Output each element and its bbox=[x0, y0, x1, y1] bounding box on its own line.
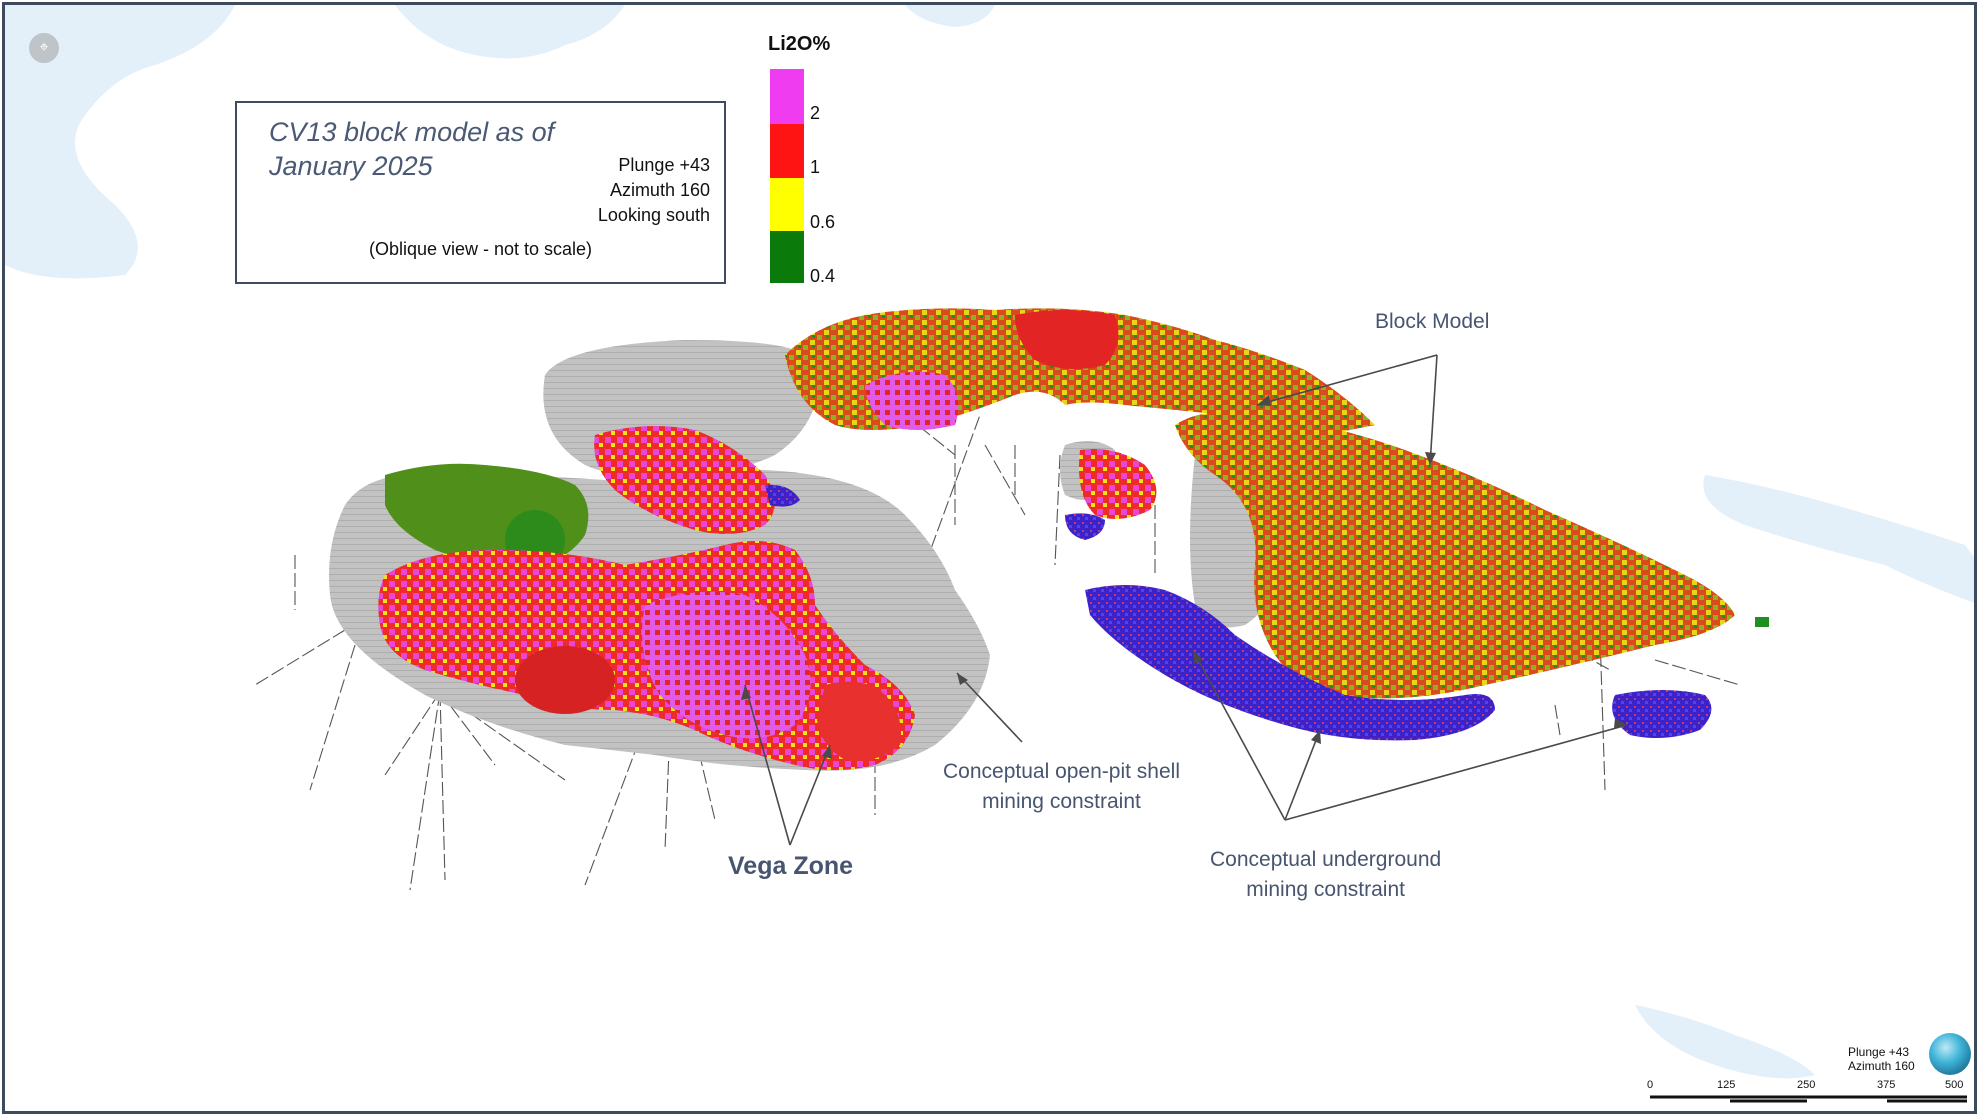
title-line-2: January 2025 bbox=[269, 151, 433, 181]
block-model-red-pod bbox=[515, 646, 615, 714]
scale-tick-500: 500 bbox=[1945, 1079, 1964, 1091]
callout-vega-zone: Vega Zone bbox=[728, 852, 854, 880]
lake-shape bbox=[5, 5, 235, 279]
scale-tick-0: 0 bbox=[1647, 1079, 1654, 1091]
block-model-central-pod bbox=[1079, 449, 1157, 519]
lake-shape bbox=[395, 5, 625, 59]
scale-bar bbox=[1650, 1095, 1967, 1103]
legend-tick-2: 2 bbox=[810, 103, 821, 123]
legend-tick-0-4: 0.4 bbox=[810, 266, 836, 286]
callout-underground: Conceptual underground mining constraint bbox=[1210, 845, 1441, 905]
underground-constraint bbox=[1065, 513, 1105, 540]
block-model-north-ridge-hi bbox=[865, 371, 959, 430]
globe-icon bbox=[1929, 1033, 1971, 1075]
legend-swatch-mid bbox=[770, 178, 804, 231]
callout-open-pit-line-2: mining constraint bbox=[982, 790, 1141, 813]
block-model-east-vega bbox=[817, 681, 901, 761]
legend-tick-0-6: 0.6 bbox=[810, 212, 836, 232]
callout-open-pit: Conceptual open-pit shell mining constra… bbox=[943, 757, 1180, 817]
callout-block-model: Block Model bbox=[1375, 310, 1490, 333]
legend-tick-1: 1 bbox=[810, 157, 821, 177]
lake-shape bbox=[905, 5, 995, 27]
callout-underground-line-2: mining constraint bbox=[1246, 878, 1405, 901]
scale-tick-375: 375 bbox=[1877, 1079, 1896, 1091]
legend-title: Li2O% bbox=[768, 33, 831, 55]
block-model-north-ridge-red bbox=[1015, 310, 1119, 369]
looking-label: Looking south bbox=[597, 205, 710, 225]
callout-leaders bbox=[744, 354, 1628, 846]
underground-constraint bbox=[1085, 585, 1495, 741]
green-block-fragment bbox=[1755, 617, 1769, 627]
legend-swatch-low bbox=[770, 231, 804, 283]
callout-open-pit-line-1: Conceptual open-pit shell bbox=[943, 760, 1180, 783]
orientation-plunge: Plunge +43 bbox=[1848, 1045, 1910, 1059]
lake-shape bbox=[1635, 1005, 1815, 1079]
legend-color-bar bbox=[770, 69, 804, 283]
title-line-1: CV13 block model as of bbox=[269, 117, 555, 147]
callout-arrowheads bbox=[741, 395, 1627, 759]
map-pin-icon: ⌖ bbox=[29, 33, 59, 63]
lake-shape bbox=[1703, 475, 1974, 603]
callout-underground-line-1: Conceptual underground bbox=[1210, 848, 1442, 871]
block-model-west-upper bbox=[594, 426, 775, 534]
underground-constraint bbox=[1612, 690, 1712, 739]
plunge-label: Plunge +43 bbox=[618, 155, 710, 175]
orientation-azimuth: Azimuth 160 bbox=[1848, 1059, 1915, 1073]
legend-swatch-high bbox=[770, 69, 804, 124]
azimuth-label: Azimuth 160 bbox=[609, 180, 710, 200]
legend-swatch-mid-high bbox=[770, 124, 804, 178]
underground-constraint bbox=[765, 484, 800, 507]
block-model-vega-core bbox=[642, 591, 811, 739]
title-box: CV13 block model as of January 2025 Plun… bbox=[235, 101, 726, 284]
block-model-east bbox=[1175, 411, 1735, 699]
oblique-note: (Oblique view - not to scale) bbox=[368, 239, 593, 259]
scale-tick-250: 250 bbox=[1797, 1079, 1816, 1091]
scale-tick-125: 125 bbox=[1717, 1079, 1736, 1091]
block-model-scene bbox=[5, 5, 1974, 1103]
